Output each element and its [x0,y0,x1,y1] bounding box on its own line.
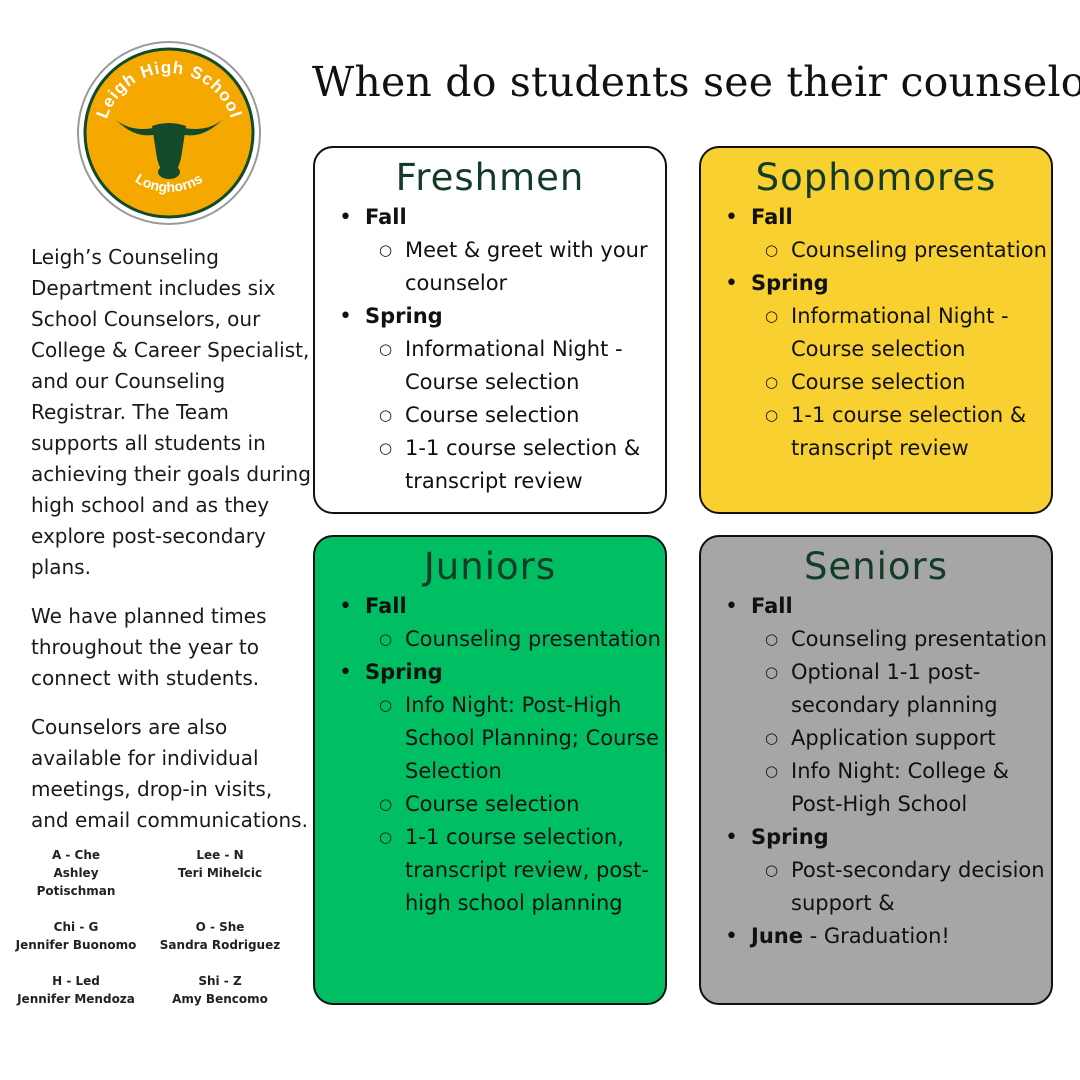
page-title: When do students see their counselor? [312,58,1080,106]
list-item: Course selection [751,366,1051,399]
intro-paragraph-2: We have planned times throughout the yea… [31,604,267,690]
list-item: Course selection [365,788,665,821]
list-item: Course selection [365,399,665,432]
seniors-title: Seniors [803,545,949,588]
list-item: 1-1 course selection, transcript review,… [365,821,665,920]
spring-term: Spring Informational Night - Course sele… [701,267,1051,465]
seniors-card: Seniors Fall Counseling presentation Opt… [699,535,1053,1005]
assignment-range: H - Led [52,974,100,988]
term-label: June [751,924,803,948]
seniors-schedule: Fall Counseling presentation Optional 1-… [701,590,1051,953]
freshmen-card: Freshmen Fall Meet & greet with your cou… [313,146,667,514]
fall-term: Fall Counseling presentation [701,201,1051,267]
assignment-counselor: Sandra Rodriguez [159,938,281,952]
list-item: Post-secondary decision support & [751,854,1051,920]
intro-paragraph-3: Counselors are also available for indivi… [31,715,308,832]
fall-term: Fall Meet & greet with your counselor [315,201,665,300]
list-item: Informational Night - Course selection [365,333,665,399]
fall-term: Fall Counseling presentation [315,590,665,656]
list-item: Counseling presentation [365,623,665,656]
term-label: Fall [365,205,407,229]
assignment-range: A - Che [51,848,101,862]
list-item: Optional 1-1 post-secondary planning [751,656,1051,722]
assignment-range: Chi - G [53,920,99,934]
june-term: June - Graduation! [701,920,1051,953]
assignment-item: O - She Sandra Rodriguez [140,918,300,954]
sophomores-title: Sophomores [755,156,997,199]
list-item: Info Night: College & Post-High School [751,755,1051,821]
assignment-item: Chi - G Jennifer Buonomo [12,918,140,954]
term-label: Spring [365,304,443,328]
list-item: Meet & greet with your counselor [365,234,665,300]
juniors-title: Juniors [423,545,557,588]
spring-term: Spring Post-secondary decision support & [701,821,1051,920]
list-item: Informational Night - Course selection [751,300,1051,366]
term-label: Spring [751,271,829,295]
assignment-counselor: Teri Mihelcic [177,866,263,880]
intro-paragraph-1: Leigh’s Counseling Department includes s… [31,245,311,579]
assignment-item: A - Che Ashley Potischman [12,846,140,900]
term-label: Fall [751,594,793,618]
list-item: Counseling presentation [751,234,1051,267]
assignment-counselor: Ashley Potischman [36,866,116,898]
june-text: - Graduation! [802,924,950,948]
assignment-range: Shi - Z [198,974,242,988]
spring-term: Spring Info Night: Post-High School Plan… [315,656,665,920]
intro-text: Leigh’s Counseling Department includes s… [31,242,316,854]
term-label: Spring [365,660,443,684]
list-item: Info Night: Post-High School Planning; C… [365,689,665,788]
list-item: Application support [751,722,1051,755]
assignment-counselor: Jennifer Mendoza [17,992,135,1006]
fall-term: Fall Counseling presentation Optional 1-… [701,590,1051,821]
sophomores-schedule: Fall Counseling presentation Spring Info… [701,201,1051,465]
juniors-schedule: Fall Counseling presentation Spring Info… [315,590,665,920]
assignment-item: H - Led Jennifer Mendoza [12,972,140,1008]
list-item: 1-1 course selection & transcript review [751,399,1051,465]
term-label: Fall [365,594,407,618]
assignment-counselor: Amy Bencomo [172,992,268,1006]
assignment-range: Lee - N [196,848,244,862]
school-logo: Leigh High School Longhorns [77,41,261,225]
assignment-range: O - She [195,920,245,934]
term-label: Fall [751,205,793,229]
juniors-card: Juniors Fall Counseling presentation Spr… [313,535,667,1005]
sophomores-card: Sophomores Fall Counseling presentation … [699,146,1053,514]
list-item: 1-1 course selection & transcript review [365,432,665,498]
list-item: Counseling presentation [751,623,1051,656]
assignment-counselor: Jennifer Buonomo [15,938,137,952]
counselor-assignments: A - Che Ashley Potischman Lee - N Teri M… [12,846,302,1008]
spring-term: Spring Informational Night - Course sele… [315,300,665,498]
freshmen-title: Freshmen [395,156,585,199]
assignment-item: Shi - Z Amy Bencomo [140,972,300,1008]
freshmen-schedule: Fall Meet & greet with your counselor Sp… [315,201,665,498]
term-label: Spring [751,825,829,849]
assignment-item: Lee - N Teri Mihelcic [140,846,300,900]
longhorn-bull-icon [116,120,222,179]
